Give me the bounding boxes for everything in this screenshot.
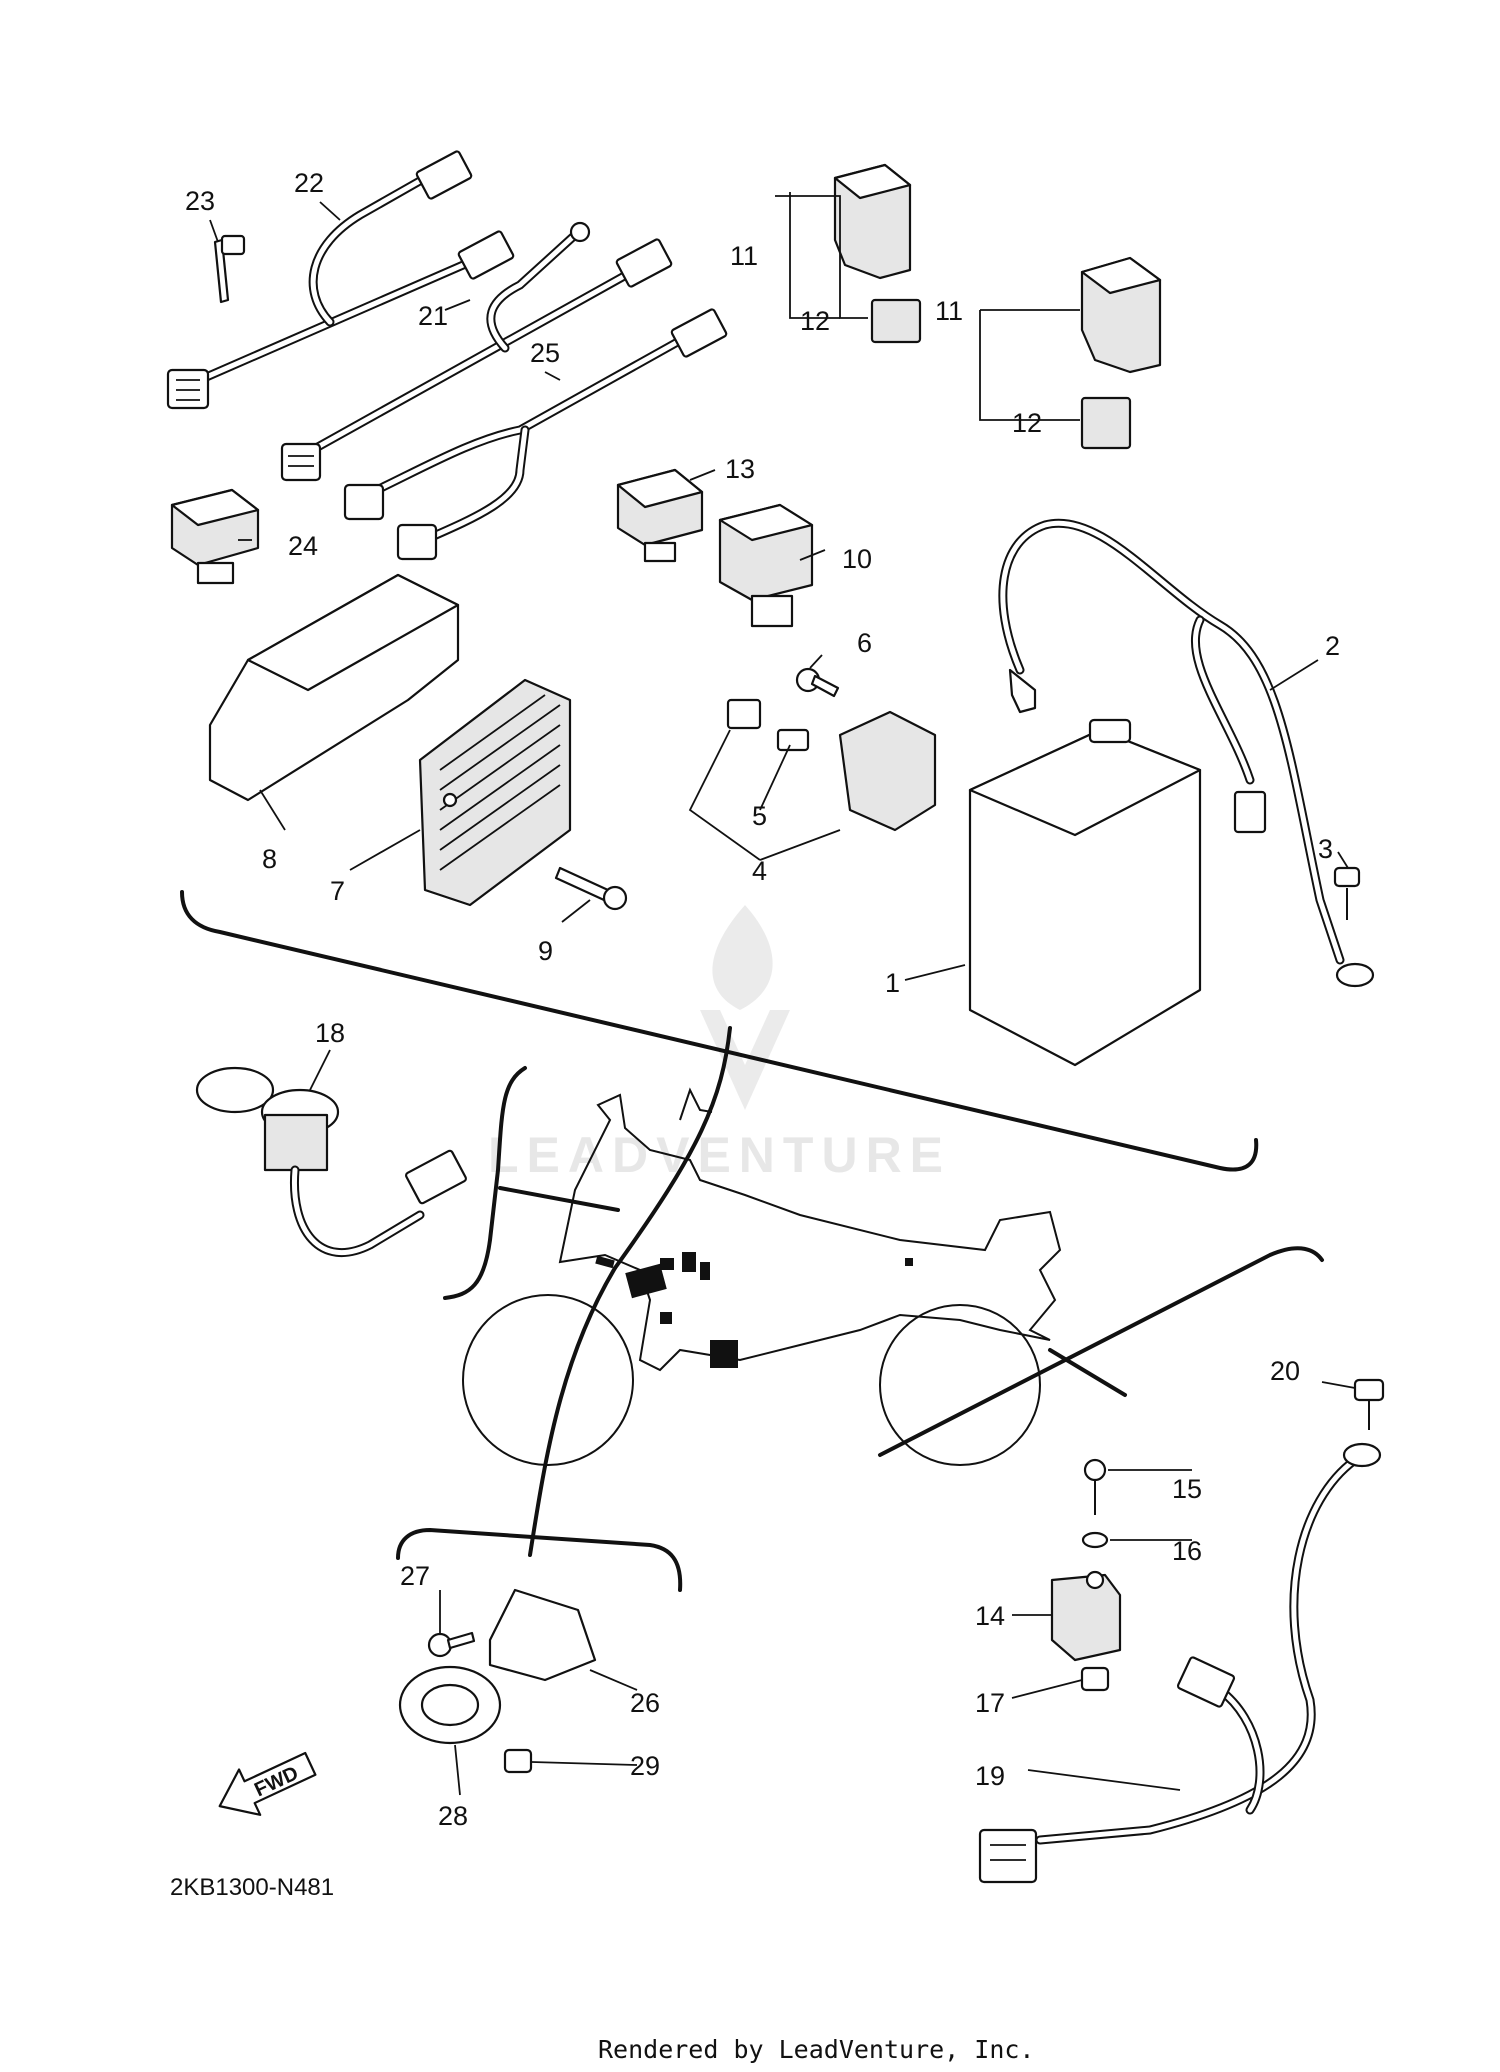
part-10-flasher-relay <box>718 503 814 628</box>
part-14-sensor <box>1050 1570 1122 1662</box>
motorcycle-silhouette <box>462 1087 1062 1466</box>
part-21-sub-harness <box>280 221 673 482</box>
part-16-washer <box>1081 1531 1109 1549</box>
callout-13: 13 <box>725 454 755 484</box>
callout-3: 3 <box>1318 834 1333 864</box>
callout-4: 4 <box>752 856 767 886</box>
part-1-battery <box>968 718 1202 1067</box>
harness-22-connector-a <box>166 368 210 410</box>
front-wheel <box>462 1294 634 1466</box>
callout-19: 19 <box>975 1761 1005 1791</box>
part-9-bolt <box>554 866 628 911</box>
callout-24: 24 <box>288 531 318 561</box>
watermark-logo: LEADVENTURE <box>488 905 951 1183</box>
callout-22: 22 <box>294 168 324 198</box>
fwd-direction-arrow: FWD <box>218 1751 317 1816</box>
callout-5: 5 <box>752 801 767 831</box>
callout-10: 10 <box>842 544 872 574</box>
part-11b-relay <box>1080 256 1162 374</box>
callout-20: 20 <box>1270 1356 1300 1386</box>
callout-26: 26 <box>630 1688 660 1718</box>
part-8-rectifier-cover <box>208 573 460 802</box>
diagram-code: 2KB1300-N481 <box>170 1874 334 1901</box>
part-28-horn <box>398 1665 502 1745</box>
callout-17: 17 <box>975 1688 1005 1718</box>
callout-2: 2 <box>1325 631 1340 661</box>
callout-25: 25 <box>530 338 560 368</box>
leader-lines <box>209 192 1356 1796</box>
callout-1: 1 <box>885 968 900 998</box>
part-13-relay <box>616 468 704 563</box>
callout-12a: 12 <box>800 306 830 336</box>
section-brackets <box>180 890 1324 1592</box>
callout-21: 21 <box>418 301 448 331</box>
callout-11a: 11 <box>730 241 758 271</box>
part-12b-relay-socket <box>1080 396 1132 450</box>
part-12a-relay-socket <box>870 298 922 344</box>
callout-28: 28 <box>438 1801 468 1831</box>
callout-16: 16 <box>1172 1536 1202 1566</box>
part-11a-relay <box>833 163 912 280</box>
callout-7: 7 <box>330 876 345 906</box>
rear-wheel <box>879 1304 1041 1466</box>
part-2-battery-cable <box>998 518 1375 988</box>
callout-18: 18 <box>315 1018 345 1048</box>
callout-29: 29 <box>630 1751 660 1781</box>
part-23-cable-tie <box>213 234 246 304</box>
watermark-text: LEADVENTURE <box>488 1127 951 1183</box>
callout-8: 8 <box>262 844 277 874</box>
part-24-relay <box>170 488 260 585</box>
part-18-power-socket <box>195 1066 467 1257</box>
render-credit: Rendered by LeadVenture, Inc. <box>598 2035 1035 2064</box>
part-26-horn-bracket <box>488 1588 597 1682</box>
callout-15: 15 <box>1172 1474 1202 1504</box>
callout-11b: 11 <box>935 296 963 326</box>
callout-6: 6 <box>857 628 872 658</box>
part-20-bolt <box>1353 1378 1385 1430</box>
callout-9: 9 <box>538 936 553 966</box>
part-7-rectifier-regulator <box>418 678 572 907</box>
callout-12b: 12 <box>1012 408 1042 438</box>
part-25-sub-harness <box>343 308 728 561</box>
callout-labels: 1 2 3 4 5 6 7 8 9 10 11 12 11 12 13 14 1… <box>185 168 1340 1831</box>
part-29-nut <box>503 1748 533 1774</box>
part-6-bolt <box>795 667 840 698</box>
part-22-sub-harness <box>166 150 515 410</box>
part-17-nut <box>1080 1666 1110 1692</box>
callout-27: 27 <box>400 1561 430 1591</box>
part-27-bolt <box>427 1631 476 1658</box>
callout-14: 14 <box>975 1601 1005 1631</box>
part-19-ground-lead <box>978 1442 1382 1884</box>
part-3-bolt <box>1333 866 1361 920</box>
callout-23: 23 <box>185 186 215 216</box>
part-4-starter-relay <box>726 698 937 832</box>
part-15-screw <box>1083 1458 1107 1515</box>
